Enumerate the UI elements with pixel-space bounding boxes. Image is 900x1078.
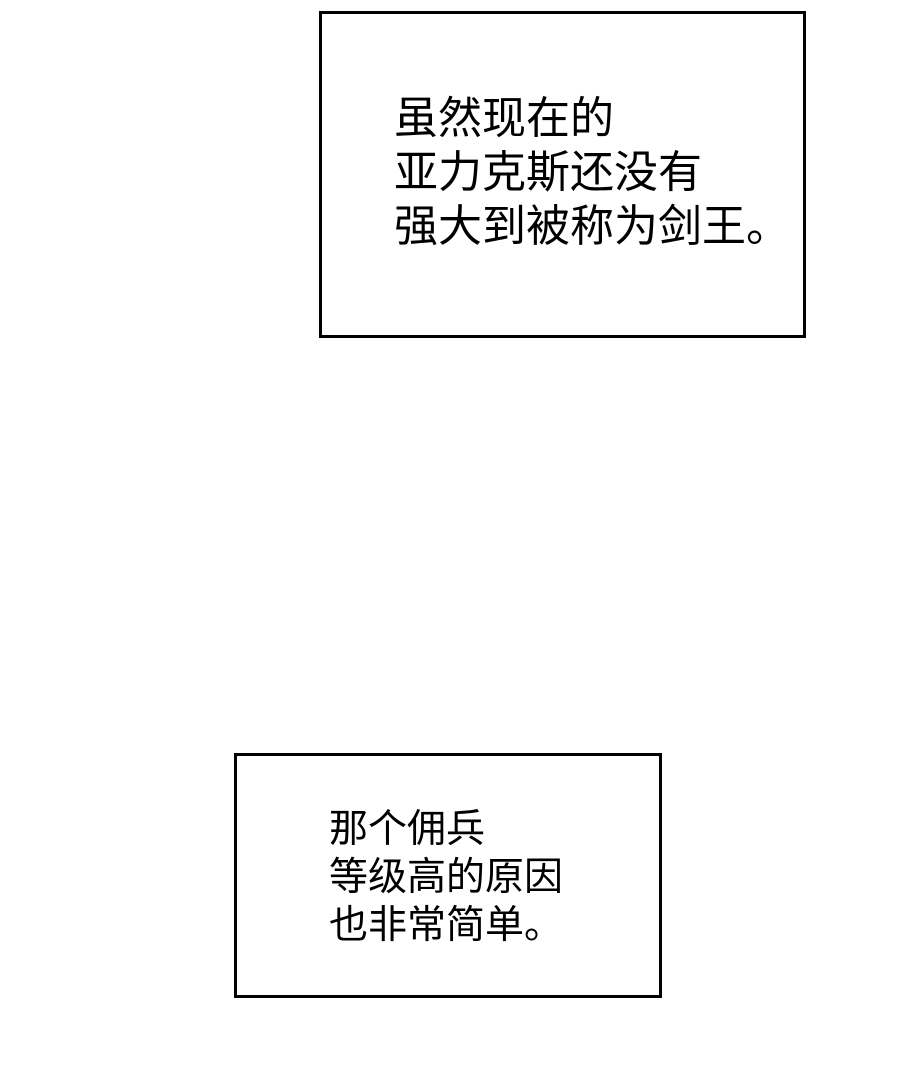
caption-text-1: 虽然现在的 亚力克斯还没有 强大到被称为剑王。 (394, 92, 790, 254)
caption-line: 那个佣兵 (329, 807, 486, 852)
caption-box-2: 那个佣兵 等级高的原因 也非常简单。 (234, 753, 662, 998)
caption-text-2: 那个佣兵 等级高的原因 也非常简单。 (329, 806, 563, 950)
caption-line: 等级高的原因 (329, 855, 564, 900)
caption-line: 虽然现在的 (394, 93, 614, 144)
caption-box-1: 虽然现在的 亚力克斯还没有 强大到被称为剑王。 (319, 11, 806, 338)
caption-line: 亚力克斯还没有 (394, 147, 702, 198)
caption-line: 强大到被称为剑王。 (394, 201, 790, 252)
caption-line: 也非常简单。 (329, 903, 564, 948)
